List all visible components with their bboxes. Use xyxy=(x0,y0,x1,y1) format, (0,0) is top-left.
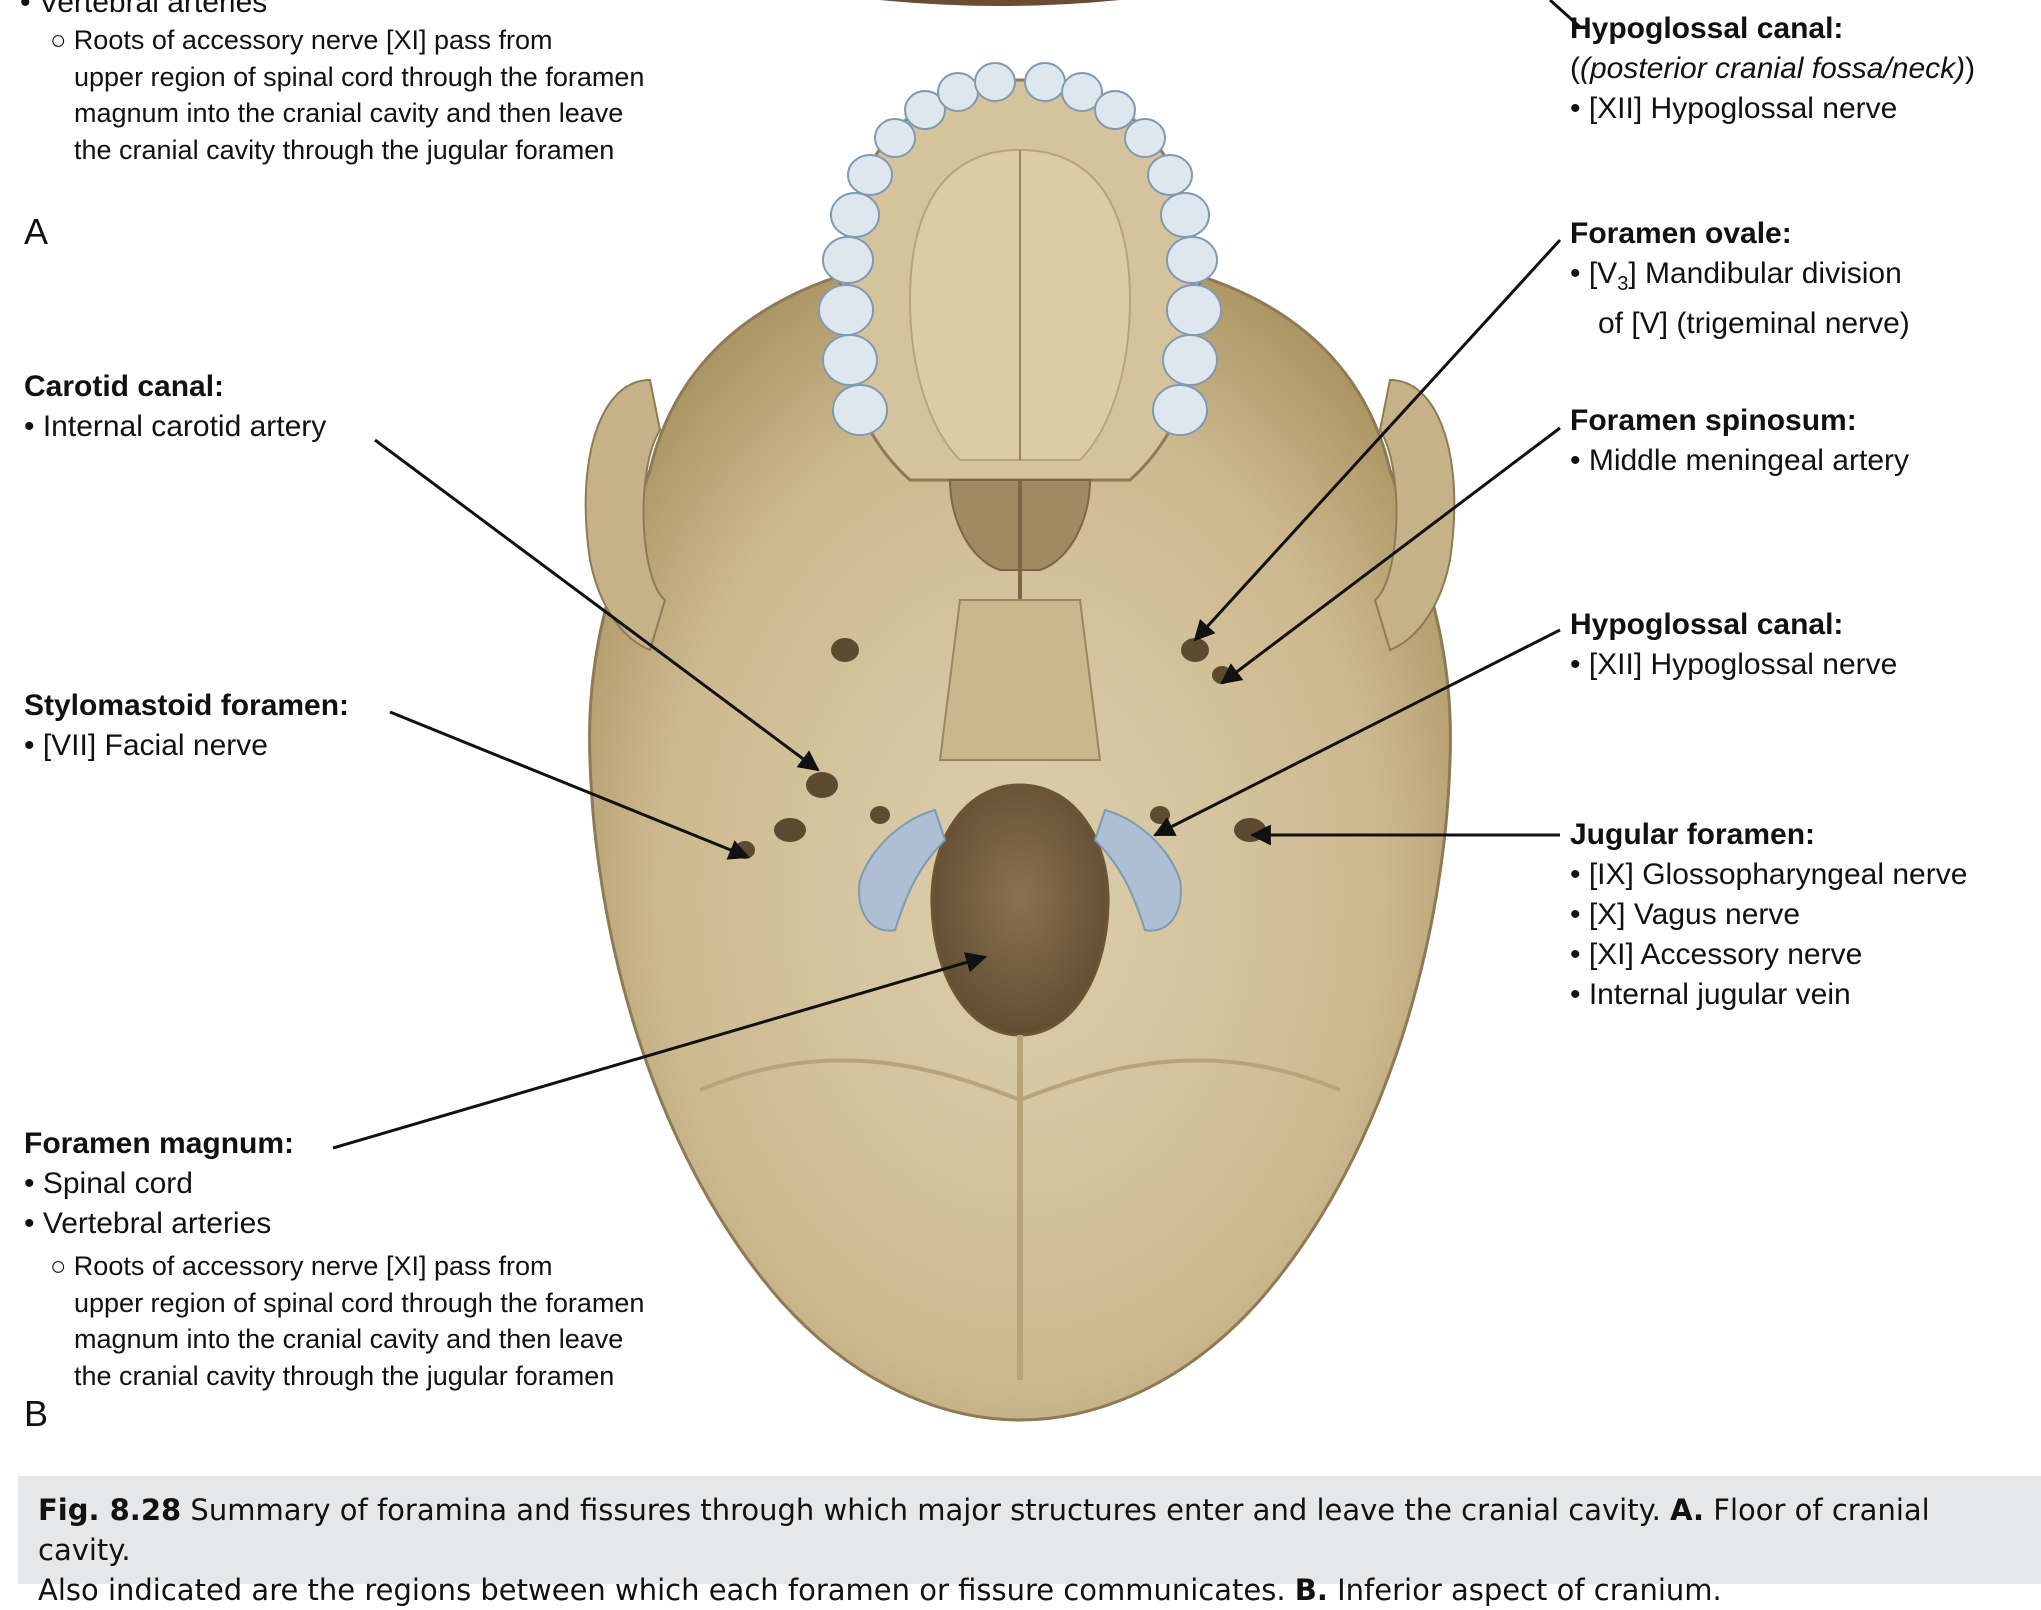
caption-text-1: Summary of foramina and fissures through… xyxy=(181,1493,1671,1527)
label-item: • [XI] Accessory nerve xyxy=(1570,938,1863,971)
top-sub-line-4: the cranial cavity through the jugular f… xyxy=(74,134,615,165)
label-item: • Internal jugular vein xyxy=(1570,978,1851,1011)
label-title: Foramen spinosum: xyxy=(1570,404,1857,437)
label-foramen-magnum: Foramen magnum: • Spinal cord • Vertebra… xyxy=(24,1124,294,1244)
label-item-pre: • [V xyxy=(1570,257,1618,290)
caption-text-2: Floor of cranial cavity. xyxy=(38,1493,1930,1567)
caption-fig-number: Fig. 8.28 xyxy=(38,1493,182,1527)
basiocciput xyxy=(938,599,1102,761)
label-item: • Middle meningeal artery xyxy=(1570,444,1909,477)
label-title: Hypoglossal canal: xyxy=(1570,12,1844,45)
magnum-sub-notes: ○ Roots of accessory nerve [XI] pass fro… xyxy=(50,1248,644,1394)
label-note: ((posterior cranial fossa/neck)) xyxy=(1570,52,1976,85)
panel-letter-a: A xyxy=(24,211,49,252)
label-title: Jugular foramen: xyxy=(1570,818,1816,851)
label-item: • [V3] Mandibular division xyxy=(1570,254,1910,304)
top-sub-line-2: upper region of spinal cord through the … xyxy=(74,61,645,92)
label-foramen-spinosum: Foramen spinosum: • Middle meningeal art… xyxy=(1570,401,1909,481)
caption-line-1: Fig. 8.28 Summary of foramina and fissur… xyxy=(38,1490,2021,1570)
label-stylomastoid-foramen: Stylomastoid foramen: • [VII] Facial ner… xyxy=(24,686,349,766)
caption-part-b: B. xyxy=(1294,1573,1328,1607)
label-hypoglossal-canal: Hypoglossal canal: • [XII] Hypoglossal n… xyxy=(1570,605,1897,685)
label-item: • [XII] Hypoglossal nerve xyxy=(1570,648,1898,681)
top-sub-notes: ○ Roots of accessory nerve [XI] pass fro… xyxy=(50,22,644,168)
figure-caption: Fig. 8.28 Summary of foramina and fissur… xyxy=(18,1476,2041,1607)
top-cut-item: • Vertebral arteries xyxy=(20,0,267,23)
label-carotid-canal: Carotid canal: • Internal carotid artery xyxy=(24,367,326,447)
label-item: • Vertebral arteries xyxy=(24,1207,272,1240)
label-item-cont: of [V] (trigeminal nerve) xyxy=(1598,307,1910,340)
skull-inferior-illustration xyxy=(332,0,1582,1422)
caption-text-3: Also indicated are the regions between w… xyxy=(38,1573,1295,1607)
label-item: • [X] Vagus nerve xyxy=(1570,898,1801,931)
label-hypoglossal-canal-top: Hypoglossal canal: ((posterior cranial f… xyxy=(1570,9,1975,129)
top-sub-line-3: magnum into the cranial cavity and then … xyxy=(74,98,624,128)
magnum-sub-line-2: upper region of spinal cord through the … xyxy=(74,1287,645,1318)
nuchal-line xyxy=(699,1058,1341,1103)
right-zygomatic-arch xyxy=(1373,378,1456,652)
label-item: • [XII] Hypoglossal nerve xyxy=(1570,92,1898,125)
panel-letter-b: B xyxy=(24,1393,49,1434)
label-item: • [IX] Glossopharyngeal nerve xyxy=(1570,858,1968,891)
label-title: Foramen ovale: xyxy=(1570,217,1792,250)
leader-lines xyxy=(332,0,1582,1150)
label-jugular-foramen: Jugular foramen: • [IX] Glossopharyngeal… xyxy=(1570,815,1967,1015)
top-specimen-edge xyxy=(880,0,1120,6)
foramen-magnum-opening xyxy=(930,783,1110,1037)
top-cut-item-text: • Vertebral arteries xyxy=(20,0,268,19)
upper-teeth xyxy=(818,62,1222,436)
top-sub-line-1: ○ Roots of accessory nerve [XI] pass fro… xyxy=(50,25,553,55)
label-note-italic: (posterior cranial fossa/neck) xyxy=(1580,52,1966,85)
label-item: • [VII] Facial nerve xyxy=(24,729,268,762)
label-item: • Internal carotid artery xyxy=(24,410,327,443)
label-item-post: ] Mandibular division xyxy=(1628,257,1902,290)
label-title: Stylomastoid foramen: xyxy=(24,689,350,722)
magnum-sub-line-1: ○ Roots of accessory nerve [XI] pass fro… xyxy=(50,1251,553,1281)
label-item-sub: 3 xyxy=(1617,273,1629,295)
left-occipital-condyle xyxy=(858,808,947,932)
magnum-sub-line-3: magnum into the cranial cavity and then … xyxy=(74,1324,624,1354)
caption-line-2: Also indicated are the regions between w… xyxy=(38,1570,2021,1610)
label-title: Hypoglossal canal: xyxy=(1570,608,1844,641)
caption-text-4: Inferior aspect of cranium. xyxy=(1327,1573,1722,1607)
label-foramen-ovale: Foramen ovale: • [V3] Mandibular divisio… xyxy=(1570,214,1910,344)
label-item: • Spinal cord xyxy=(24,1167,193,1200)
right-occipital-condyle xyxy=(1093,808,1182,932)
label-title: Carotid canal: xyxy=(24,370,225,403)
caption-part-a: A. xyxy=(1670,1493,1705,1527)
magnum-sub-line-4: the cranial cavity through the jugular f… xyxy=(74,1360,615,1391)
label-title: Foramen magnum: xyxy=(24,1127,295,1160)
